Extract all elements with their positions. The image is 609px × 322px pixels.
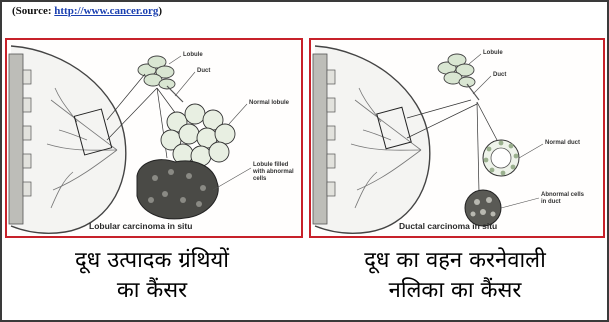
- caption-lobular-line1: दूध उत्पादक ग्रंथियों: [5, 246, 299, 276]
- normal-lobule-icon: [161, 104, 235, 166]
- label-duct: Duct: [493, 72, 506, 78]
- lobular-carcinoma-diagram: Lobule Duct Normal lobule Lobule filled …: [5, 38, 303, 238]
- caption-lobular-line2: का कैंसर: [5, 276, 299, 306]
- chest-wall: [313, 54, 327, 224]
- caption-lobular: दूध उत्पादक ग्रंथियों का कैंसर: [5, 246, 299, 306]
- label-lobule: Lobule: [183, 52, 203, 58]
- lobular-diagram-svg: Lobule Duct Normal lobule Lobule filled …: [7, 40, 301, 236]
- ductal-diagram-svg: Lobule Duct Normal duct Abnormal cells i…: [311, 40, 603, 236]
- label-lobule: Lobule: [483, 50, 503, 56]
- duct-stem: [467, 84, 479, 100]
- panel-title-lobular: Lobular carcinoma in situ: [89, 221, 192, 231]
- label-abnormal-2: in duct: [541, 199, 561, 205]
- label-abnormal-1: Abnormal cells: [541, 192, 585, 198]
- source-prefix: (Source:: [12, 5, 54, 17]
- source-suffix: ): [158, 5, 162, 17]
- label-normal-duct: Normal duct: [545, 140, 580, 146]
- label-abnormal-1: Lobule filled: [253, 162, 289, 168]
- source-link[interactable]: http://www.cancer.org: [54, 5, 158, 17]
- abnormal-lobule-icon: [137, 160, 218, 219]
- lobule-cluster: [438, 54, 475, 87]
- caption-ductal: दूध का वहन करनेवाली नलिका का कैंसर: [309, 246, 601, 306]
- normal-duct-lumen: [491, 148, 511, 168]
- label-duct: Duct: [197, 68, 210, 74]
- duct-stem: [167, 86, 183, 102]
- panel-title-ductal: Ductal carcinoma in situ: [399, 221, 497, 231]
- label-abnormal-3: cells: [253, 176, 267, 182]
- caption-ductal-line2: नलिका का कैंसर: [309, 276, 601, 306]
- caption-ductal-line1: दूध का वहन करनेवाली: [309, 246, 601, 276]
- chest-wall: [9, 54, 23, 224]
- lobule-cluster: [138, 56, 175, 89]
- ductal-carcinoma-diagram: Lobule Duct Normal duct Abnormal cells i…: [309, 38, 605, 238]
- label-abnormal-2: with abnormal: [252, 169, 294, 175]
- source-line: (Source: http://www.cancer.org): [12, 5, 162, 17]
- label-normal-lobule: Normal lobule: [249, 100, 290, 106]
